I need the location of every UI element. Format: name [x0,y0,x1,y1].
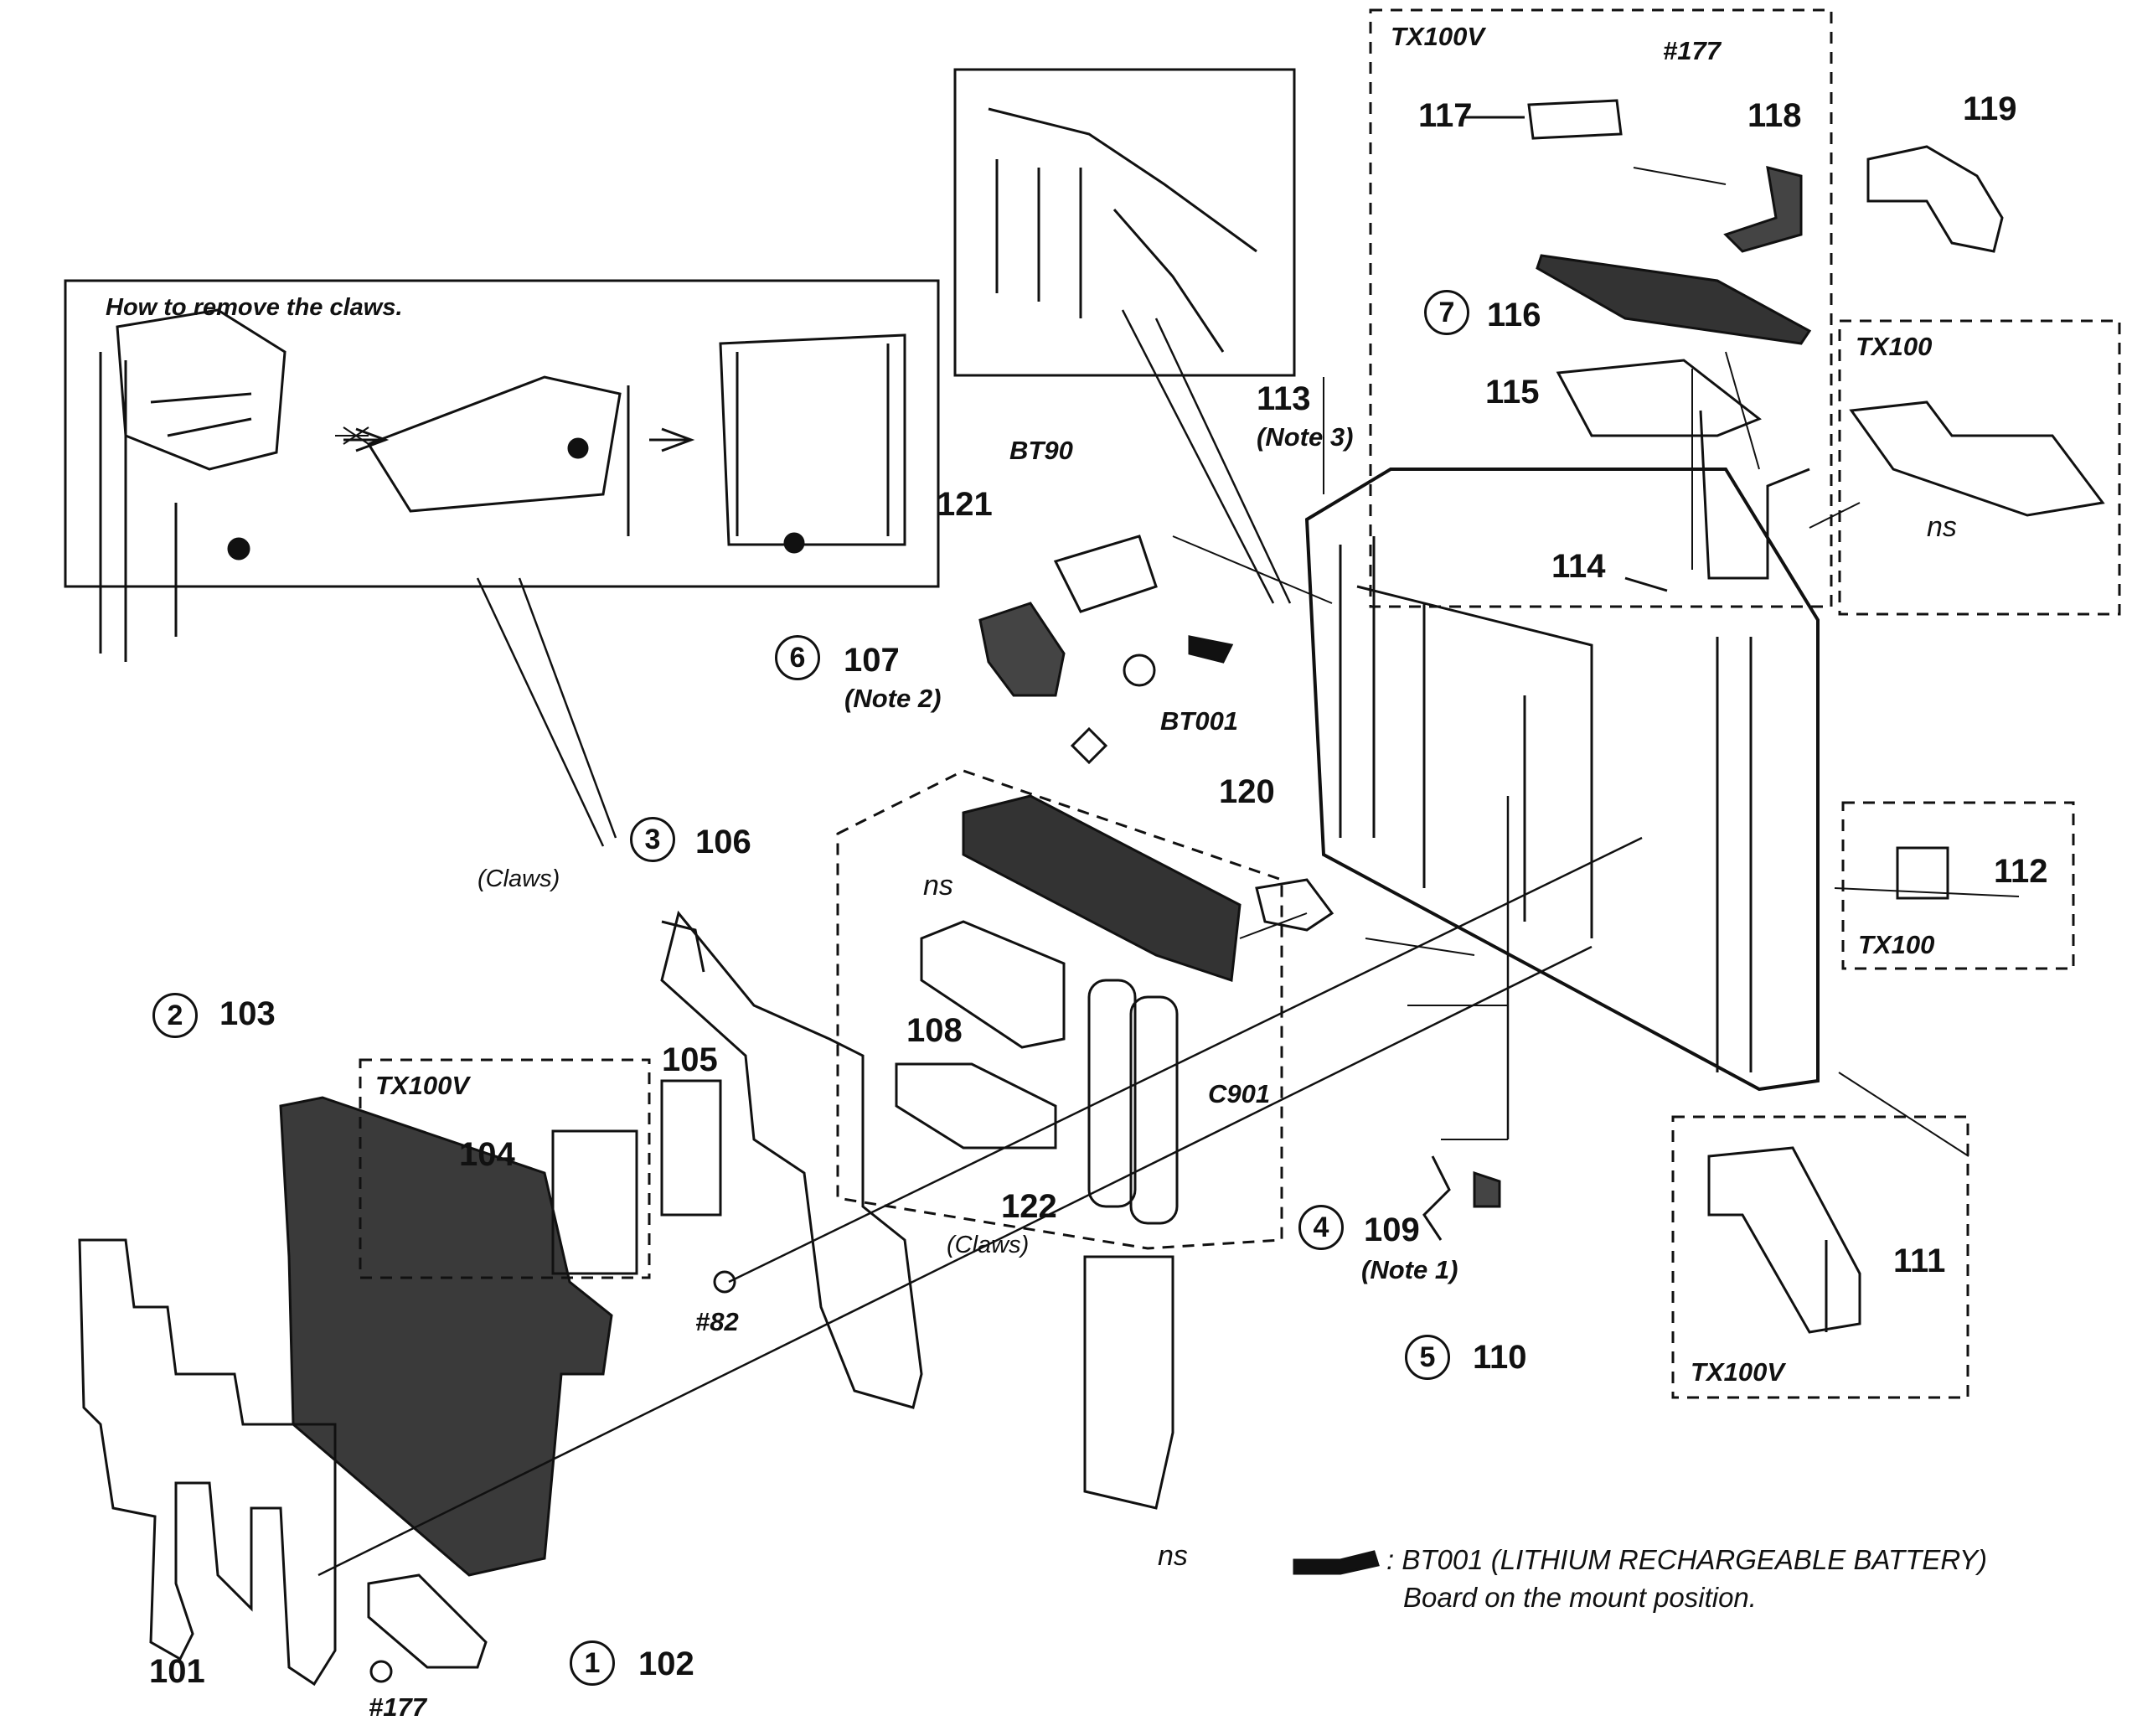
tx100v-box-top [1369,8,1833,608]
battery-marker-icon [1293,1550,1380,1575]
part-label-104: 104 [459,1136,515,1173]
variant-label-tx100v-left: TX100V [375,1071,470,1100]
part-label-112: 112 [1994,853,2048,890]
ns-label-right: ns [1927,511,1957,543]
part-label-119: 119 [1963,90,2017,127]
bt001-label: BT001 [1160,706,1239,736]
bt90-label: BT90 [1009,436,1073,465]
ns-board-shape [962,794,1242,983]
part-label-110: 110 [1473,1339,1527,1376]
part-label-108: 108 [906,1012,963,1049]
note-label-3: (Note 3) [1257,422,1354,452]
part-label-115: 115 [1485,374,1540,411]
legend-line-1: : BT001 (LITHIUM RECHARGEABLE BATTERY) [1386,1544,1987,1575]
part-label-122: 122 [1001,1188,1057,1225]
part-label-107: 107 [844,642,900,679]
part-label-105: 105 [662,1041,718,1078]
c901-label: C901 [1208,1079,1271,1108]
step-marker-1: 1 [570,1640,615,1686]
ns-label-bottom: ns [1158,1540,1188,1572]
part-label-118: 118 [1747,97,1802,134]
screw-label-177-bottom: #177 [369,1692,426,1722]
variant-label-tx100v-top: TX100V [1391,22,1485,51]
part-label-113: 113 [1257,380,1311,417]
part-label-121: 121 [937,486,993,523]
part-116-shape [1536,254,1812,345]
part-label-109: 109 [1364,1212,1420,1248]
part-label-101: 101 [149,1653,205,1690]
step-marker-6: 6 [775,635,820,680]
part-label-114: 114 [1551,548,1606,585]
part-label-106: 106 [695,824,751,860]
note-label-1: (Note 1) [1361,1255,1458,1284]
screw-label-177-top: #177 [1663,36,1721,65]
tx100v-box-left [359,1058,651,1279]
screw-label-82: #82 [695,1307,739,1336]
part-label-103: 103 [219,995,276,1032]
detail-box [953,68,1296,377]
step-marker-2: 2 [152,993,198,1038]
variant-label-tx100-right: TX100 [1856,332,1933,361]
part-label-120: 120 [1219,773,1275,810]
tx100v-box-111 [1671,1115,1969,1399]
step-marker-5: 5 [1405,1335,1450,1380]
inset-box [64,279,940,588]
tx100-box-112 [1841,801,2075,970]
legend-line-2: Board on the mount position. [1403,1581,1757,1613]
step-marker-3: 3 [630,817,675,862]
ns-label-107: ns [923,870,953,902]
variant-label-tx100v-111: TX100V [1691,1357,1785,1387]
part-label-116: 116 [1487,297,1541,333]
step-marker-4: 4 [1298,1205,1344,1250]
claws-label-bottom: (Claws) [947,1232,1030,1258]
claws-label-top: (Claws) [478,865,560,892]
note-label-2: (Note 2) [844,684,942,713]
part-label-102: 102 [638,1646,694,1682]
part-label-117: 117 [1418,97,1473,134]
variant-label-tx100-112: TX100 [1858,930,1935,959]
legend: : BT001 (LITHIUM RECHARGEABLE BATTERY) B… [1294,1542,1987,1616]
part-label-111: 111 [1893,1243,1946,1279]
inset-title: How to remove the claws. [106,294,403,321]
tx100-box-right [1838,319,2121,616]
part-103-shape [279,1096,613,1577]
step-marker-7: 7 [1424,290,1469,335]
